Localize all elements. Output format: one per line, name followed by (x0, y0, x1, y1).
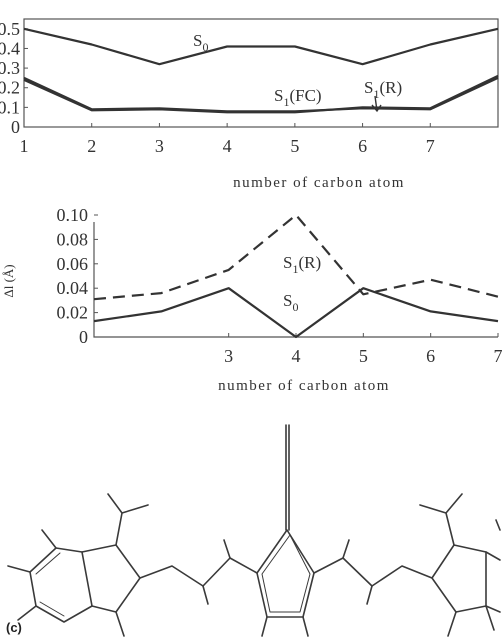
chart-b-x-tick-label: 4 (292, 346, 301, 366)
chart-b-x-tick-label: 5 (359, 346, 368, 366)
chart-a-label-s0: S0 (193, 31, 208, 54)
chart-a-x-tick-label: 3 (155, 136, 164, 156)
chart-b: 0 0.02 0.04 0.06 0.08 0.10 3 4 5 6 7 Δl (Å) S1(R)… (1, 205, 502, 394)
panel-label-c: (c) (6, 620, 22, 635)
chart-a-y-tick-labels: 00.10.20.30.40.5 (0, 19, 20, 137)
chart-b-label-s0: S0 (283, 291, 298, 314)
chart-a: 00.10.20.30.40.5 1 2 3 4 5 6 7 S0 S1(FC) S1(R)… (0, 18, 499, 191)
chart-b-y-tick-label: 0.10 (57, 205, 89, 225)
chart-b-series-s0 (93, 287, 499, 339)
chart-a-series-s1fc (23, 76, 499, 113)
chart-a-x-tick-label: 6 (358, 136, 367, 156)
chart-b-ticks (94, 214, 499, 338)
chart-a-y-tick-label: 0.3 (0, 58, 20, 78)
chart-a-frame (23, 18, 499, 128)
chart-b-x-axis-label: number of carbon atom (218, 378, 390, 394)
chart-a-y-tick-label: 0.5 (0, 19, 20, 39)
chart-b-series (93, 213, 499, 339)
chart-a-series (23, 27, 499, 114)
chart-b-series-s1r (93, 213, 499, 301)
chart-a-y-tick-label: 0.4 (0, 38, 20, 58)
chart-a-x-tick-label: 2 (87, 136, 96, 156)
chart-b-y-tick-label: 0.08 (57, 229, 89, 249)
chart-b-axes (93, 222, 498, 338)
chart-b-x-tick-label: 7 (494, 346, 502, 366)
chart-a-label-s1r: S1(R) (364, 78, 402, 101)
chart-b-y-tick-label: 0.02 (57, 303, 89, 323)
chart-b-y-tick-label: 0.04 (57, 278, 89, 298)
chart-a-x-axis-label: number of carbon atom (233, 175, 405, 191)
chart-b-x-tick-label: 6 (426, 346, 435, 366)
chart-b-y-axis-label: Δl (Å) (1, 264, 16, 297)
chart-b-y-tick-label: 0.06 (57, 254, 89, 274)
chart-a-ticks (23, 28, 431, 128)
chart-a-series-s0 (23, 27, 499, 66)
chart-a-y-tick-label: 0.2 (0, 78, 20, 98)
chart-a-y-tick-label: 0.1 (0, 97, 20, 117)
chart-b-y-tick-label: 0 (79, 327, 88, 347)
chart-b-label-s1r: S1(R) (283, 253, 321, 276)
chart-a-x-tick-label: 1 (20, 136, 29, 156)
chart-a-x-tick-label: 4 (223, 136, 232, 156)
chart-b-x-tick-label: 3 (224, 346, 233, 366)
chart-a-label-s1fc: S1(FC) (274, 86, 322, 109)
molecule-structure-drawing (7, 424, 501, 637)
chart-a-y-tick-label: 0 (11, 117, 20, 137)
chart-a-x-tick-label: 5 (290, 136, 299, 156)
chart-a-x-tick-labels: 1 2 3 4 5 6 7 (20, 136, 435, 156)
chart-a-x-tick-label: 7 (426, 136, 435, 156)
chart-a-series-s1r (23, 74, 499, 114)
chart-b-x-tick-labels: 3 4 5 6 7 (224, 346, 502, 366)
chart-a-s1r-arrow (371, 95, 382, 113)
chart-b-y-tick-labels: 0 0.02 0.04 0.06 0.08 0.10 (57, 205, 89, 347)
